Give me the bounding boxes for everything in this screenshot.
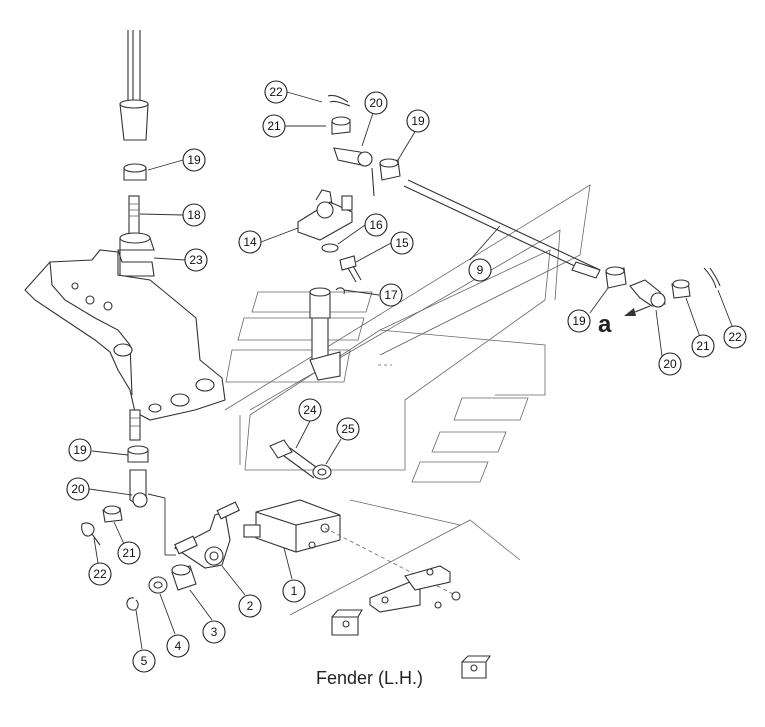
callout-20-left: 20 [66,477,90,501]
callout-20-top: 20 [364,91,388,115]
callout-25: 25 [336,417,360,441]
callout-16: 16 [364,213,388,237]
fender-outline [224,184,591,616]
svg-text:21: 21 [696,339,710,353]
leader-lines [88,91,733,650]
svg-text:14: 14 [243,235,257,249]
callout-22-left: 22 [88,562,112,586]
svg-text:4: 4 [175,639,182,653]
svg-text:20: 20 [369,96,383,110]
svg-text:19: 19 [73,443,87,457]
callout-14: 14 [238,230,262,254]
svg-text:5: 5 [141,654,148,668]
upper-center-assembly [297,94,401,381]
svg-text:20: 20 [71,482,85,496]
bolt-and-washer [269,439,332,480]
callout-3: 3 [202,620,226,644]
view-arrow-label: a [598,311,612,338]
svg-text:21: 21 [122,546,136,560]
callout-19-right: 19 [567,309,591,333]
linkage-rod [403,179,721,316]
callout-9: 9 [468,258,492,282]
small-brackets [331,565,492,679]
svg-text:24: 24 [303,403,317,417]
svg-text:1: 1 [291,584,298,598]
lower-linkage [81,445,240,611]
svg-text:22: 22 [93,567,107,581]
callout-1: 1 [282,579,306,603]
callout-18: 18 [182,203,206,227]
callout-2: 2 [238,594,262,618]
callout-23: 23 [184,248,208,272]
svg-text:15: 15 [395,236,409,250]
callout-24: 24 [298,398,322,422]
svg-text:17: 17 [384,288,398,302]
callout-22-right: 22 [723,325,747,349]
diagram-caption: Fender (L.H.) [316,668,424,688]
svg-text:16: 16 [369,218,383,232]
callout-19-left-top: 19 [182,148,206,172]
callout-17: 17 [379,283,403,307]
svg-text:9: 9 [477,263,484,277]
callout-21-left: 21 [117,541,141,565]
callout-20-right: 20 [658,352,682,376]
callout-19-top-right: 19 [406,109,430,133]
svg-text:2: 2 [247,599,254,613]
svg-text:19: 19 [187,153,201,167]
mounting-bracket [24,249,226,441]
svg-text:23: 23 [189,253,203,267]
callout-22-top: 22 [264,80,288,104]
control-lever [117,30,155,305]
svg-text:21: 21 [267,119,281,133]
svg-text:25: 25 [341,422,355,436]
callout-21-right: 21 [691,334,715,358]
svg-text:22: 22 [269,85,283,99]
svg-text:3: 3 [211,625,218,639]
svg-text:22: 22 [728,330,742,344]
callout-19-left-bottom: 19 [68,438,92,462]
callout-15: 15 [390,231,414,255]
svg-text:19: 19 [411,114,425,128]
svg-text:19: 19 [572,314,586,328]
svg-text:20: 20 [663,357,677,371]
callout-21-top: 21 [262,114,286,138]
svg-text:18: 18 [187,208,201,222]
callout-5: 5 [132,649,156,673]
callout-4: 4 [166,634,190,658]
